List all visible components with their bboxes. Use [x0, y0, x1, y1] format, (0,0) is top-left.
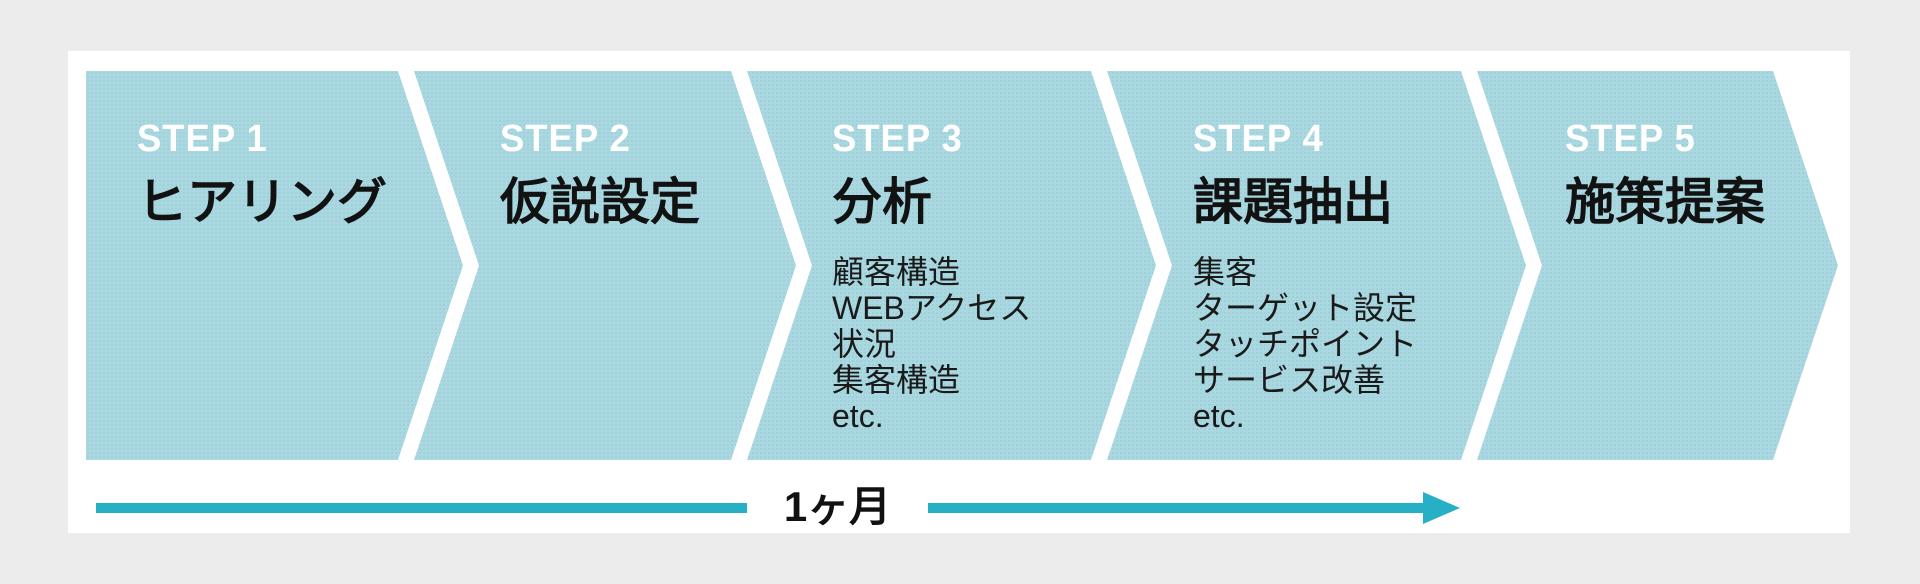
step-item: 顧客構造 — [832, 254, 961, 290]
step-4-title: 課題抽出 — [1193, 174, 1393, 230]
timeline-line-right — [928, 503, 1423, 513]
step-2-title: 仮説設定 — [500, 174, 700, 230]
step-5-label: STEP 5 — [1565, 118, 1696, 160]
step-1-content: STEP 1 ヒアリング — [137, 120, 387, 228]
step-chevron-4: STEP 4 課題抽出 集客 ターゲット設定 タッチポイント サービス改善 et… — [1107, 71, 1526, 460]
step-item: etc. — [832, 398, 884, 434]
step-5-title: 施策提案 — [1565, 174, 1765, 230]
step-3-content: STEP 3 分析 顧客構造 WEBアクセス 状況 集客構造 etc. — [832, 120, 1031, 434]
step-item: 状況 — [832, 326, 897, 362]
timeline-arrowhead-icon — [1423, 492, 1460, 524]
step-3-label: STEP 3 — [832, 118, 963, 160]
step-item: ターゲット設定 — [1193, 290, 1418, 326]
step-4-label: STEP 4 — [1193, 118, 1324, 160]
step-3-items: 顧客構造 WEBアクセス 状況 集客構造 etc. — [832, 254, 1031, 434]
step-3-title: 分析 — [832, 174, 932, 230]
timeline-line-left — [96, 503, 747, 513]
step-chevron-1: STEP 1 ヒアリング — [86, 71, 463, 460]
step-1-title: ヒアリング — [137, 174, 387, 230]
step-4-content: STEP 4 課題抽出 集客 ターゲット設定 タッチポイント サービス改善 et… — [1193, 120, 1417, 434]
timeline-duration-label: 1ヶ月 — [783, 483, 892, 530]
step-item: 集客構造 — [832, 362, 961, 398]
step-1-label: STEP 1 — [137, 118, 268, 160]
step-5-content: STEP 5 施策提案 — [1565, 120, 1765, 228]
step-chevron-2: STEP 2 仮説設定 — [414, 71, 796, 460]
step-item: 集客 — [1193, 254, 1258, 290]
step-2-content: STEP 2 仮説設定 — [500, 120, 700, 228]
step-item: タッチポイント — [1193, 326, 1418, 362]
step-item: etc. — [1193, 398, 1245, 434]
step-4-items: 集客 ターゲット設定 タッチポイント サービス改善 etc. — [1193, 254, 1417, 434]
step-item: サービス改善 — [1193, 362, 1386, 398]
step-item: WEBアクセス — [832, 290, 1032, 326]
step-2-label: STEP 2 — [500, 118, 631, 160]
step-chevron-3: STEP 3 分析 顧客構造 WEBアクセス 状況 集客構造 etc. — [747, 71, 1156, 460]
